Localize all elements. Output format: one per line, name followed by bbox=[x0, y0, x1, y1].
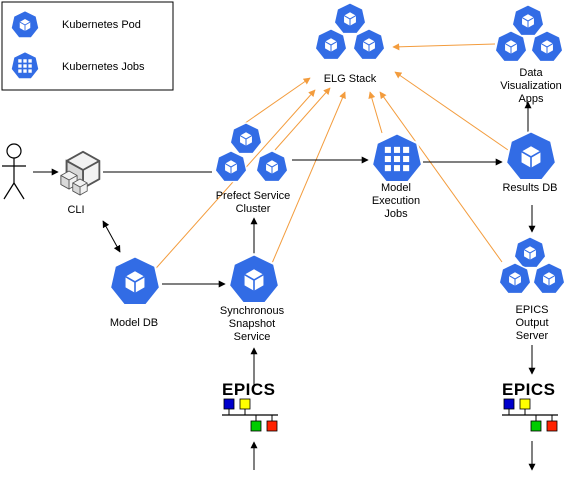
legend-pod-icon bbox=[10, 10, 40, 39]
epics-out-pod-icon-top bbox=[513, 236, 547, 269]
elg-stack-node[interactable]: ELG Stack bbox=[314, 2, 386, 85]
data-viz-node[interactable]: Data Visualization Apps bbox=[494, 4, 564, 105]
results-db-label: Results DB bbox=[502, 182, 557, 194]
epics-red-square bbox=[546, 420, 558, 432]
arrow-jobs-to-elg bbox=[368, 91, 383, 134]
arrow-resultsdb-to-elg bbox=[394, 71, 509, 151]
arrow-prefect-to-elg-2 bbox=[274, 87, 331, 151]
results-db-pod-icon bbox=[504, 130, 558, 182]
orange-arrows bbox=[149, 43, 509, 276]
snapshot-label-3: Service bbox=[234, 331, 271, 343]
epics-out-pod-icon-left bbox=[498, 262, 532, 295]
model-exec-label-3: Jobs bbox=[384, 208, 408, 220]
epics-blue-square bbox=[223, 398, 235, 410]
results-db-node[interactable]: Results DB bbox=[502, 130, 558, 194]
elg-pod-icon-right bbox=[352, 28, 386, 61]
epics-output-server-node[interactable]: EPICS Output Server bbox=[498, 236, 566, 342]
arrow-dataviz-to-elg bbox=[392, 43, 496, 51]
snapshot-service-node[interactable]: Synchronous Snapshot Service bbox=[220, 253, 285, 343]
arrow-snapshot-to-elg bbox=[269, 91, 346, 269]
epics-yellow-square bbox=[519, 398, 531, 410]
epics-green-square bbox=[530, 420, 542, 432]
model-db-node[interactable]: Model DB bbox=[108, 255, 162, 329]
dataviz-label-1: Data bbox=[519, 67, 543, 79]
elg-pod-icon-left bbox=[314, 28, 348, 61]
dataviz-pod-icon-left bbox=[494, 30, 528, 63]
epics-out-label-1: EPICS bbox=[515, 304, 548, 316]
dataviz-pod-icon-right bbox=[530, 30, 564, 63]
snapshot-label-1: Synchronous bbox=[220, 305, 285, 317]
epics-red-square bbox=[266, 420, 278, 432]
epics-yellow-square bbox=[239, 398, 251, 410]
black-arrows bbox=[33, 101, 536, 471]
legend-jobs-icon bbox=[10, 51, 40, 80]
epics-blue-square bbox=[503, 398, 515, 410]
model-execution-jobs-icon bbox=[370, 132, 424, 184]
model-exec-label-2: Execution bbox=[372, 195, 420, 207]
epics-logo-input: EPICS bbox=[222, 380, 278, 432]
epics-logo-text-input: EPICS bbox=[222, 380, 276, 399]
prefect-label-1: Prefect Service bbox=[216, 190, 291, 202]
dataviz-pod-icon-top bbox=[511, 4, 545, 37]
epics-out-label-3: Server bbox=[516, 330, 549, 342]
prefect-label-2: Cluster bbox=[236, 203, 271, 215]
model-db-label: Model DB bbox=[110, 317, 158, 329]
cli-label: CLI bbox=[67, 204, 84, 216]
epics-out-label-2: Output bbox=[515, 317, 548, 329]
prefect-pod-icon-left bbox=[214, 150, 248, 183]
epics-logo-output: EPICS bbox=[502, 380, 558, 432]
elg-pod-icon-top bbox=[333, 2, 367, 35]
arrow-epics-out-to-elg bbox=[379, 91, 503, 263]
arrow-prefect-to-elg-1 bbox=[237, 77, 311, 129]
cli-cube-small-2 bbox=[72, 178, 88, 196]
model-execution-jobs-node[interactable]: Model Execution Jobs bbox=[370, 132, 424, 220]
dataviz-label-3: Apps bbox=[518, 93, 544, 105]
snapshot-label-2: Snapshot bbox=[229, 318, 275, 330]
epics-logo-text-output: EPICS bbox=[502, 380, 556, 399]
arrow-modeldb-to-elg bbox=[149, 89, 316, 276]
snapshot-pod-icon bbox=[227, 253, 281, 305]
legend: Kubernetes Pod Kubernetes Jobs bbox=[1, 1, 174, 91]
elg-stack-label: ELG Stack bbox=[324, 73, 377, 85]
model-db-pod-icon bbox=[108, 255, 162, 307]
stick-figure-user-icon bbox=[2, 143, 26, 200]
epics-green-square bbox=[250, 420, 262, 432]
prefect-pod-icon-top bbox=[229, 122, 263, 155]
cli-node[interactable]: CLI bbox=[60, 150, 101, 216]
epics-out-pod-icon-right bbox=[532, 262, 566, 295]
dataviz-label-2: Visualization bbox=[500, 80, 562, 92]
legend-jobs-label: Kubernetes Jobs bbox=[62, 61, 145, 73]
legend-pod-label: Kubernetes Pod bbox=[62, 19, 141, 31]
prefect-pod-icon-right bbox=[255, 150, 289, 183]
model-exec-label-1: Model bbox=[381, 182, 411, 194]
arrow-cli-modeldb bbox=[102, 220, 121, 253]
prefect-cluster-node[interactable]: Prefect Service Cluster bbox=[214, 122, 291, 215]
